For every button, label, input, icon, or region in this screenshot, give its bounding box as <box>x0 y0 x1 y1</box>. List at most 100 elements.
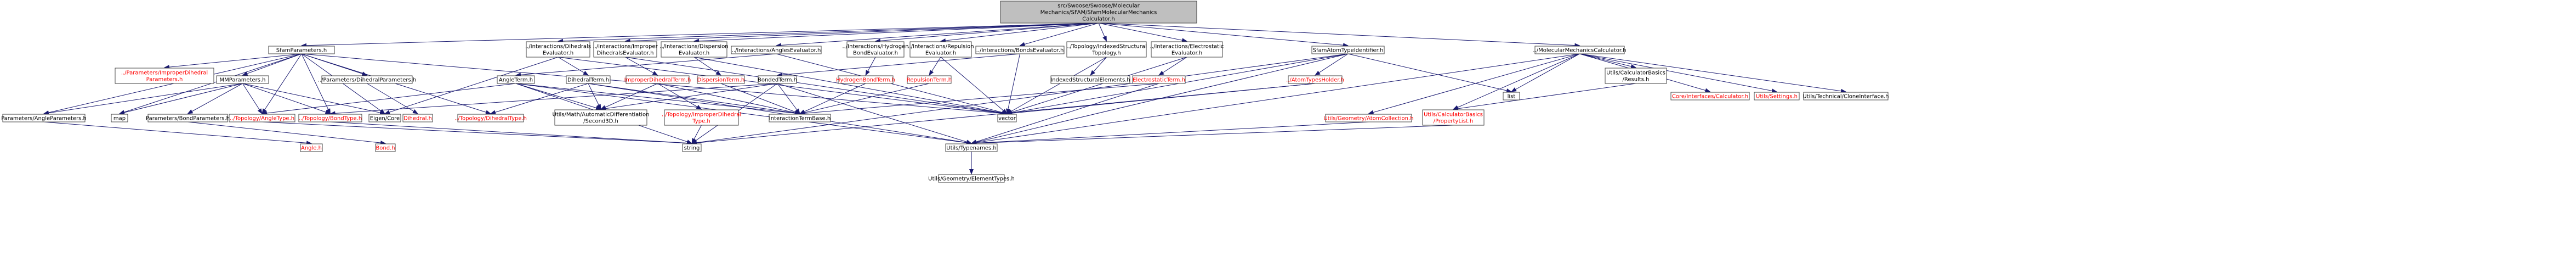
node-calcbasics_results[interactable]: Utils/CalculatorBasics/Results.h <box>1605 68 1667 84</box>
edge-int_electro-to-vector <box>1006 57 1187 115</box>
node-eigencore[interactable]: Eigen/Core <box>368 114 401 122</box>
edge-mmparams-to-eigencore <box>242 83 385 115</box>
node-indexedelements[interactable]: IndexedStructuralElements.h <box>1050 75 1130 84</box>
node-label: Evaluator.h <box>1172 51 1202 57</box>
node-int_improper[interactable]: ../Interactions/ImproperDihedralsEvaluat… <box>593 41 658 58</box>
edge-sfamparams-to-topo_bondtype <box>301 53 331 114</box>
node-elementtypes[interactable]: Utils/Geometry/ElementTypes.h <box>928 174 1015 183</box>
edge-bondedterm-to-interactionbase <box>777 83 800 114</box>
node-label: Utils/Math/AutomaticDifferentiation <box>553 112 650 118</box>
node-box <box>2 114 86 122</box>
node-topo_angletype[interactable]: ../Topology/AngleType.h <box>229 114 295 122</box>
edge-root-to-int_improper <box>624 23 1099 43</box>
node-int_bonds[interactable]: ../Interactions/BondsEvaluator.h <box>975 46 1065 54</box>
node-core_calc[interactable]: Core/Interfaces/Calculator.h <box>1670 92 1750 101</box>
edge-sfamatomtype-to-atomtypesholder <box>1315 53 1349 76</box>
edge-mmcalc-to-atomcollection <box>1368 53 1580 115</box>
node-list[interactable]: list <box>1503 92 1520 101</box>
node-electroterm[interactable]: ElectrostaticTerm.h <box>1132 75 1186 84</box>
node-box <box>1066 41 1147 58</box>
node-box <box>1325 114 1412 122</box>
node-repulsionterm[interactable]: RepulsionTerm.h <box>907 75 952 84</box>
node-box <box>697 75 745 84</box>
node-string[interactable]: string <box>682 143 702 152</box>
node-param_bond[interactable]: Parameters/BondParameters.h <box>146 114 230 122</box>
edge-root-to-int_bonds <box>1019 23 1099 47</box>
edge-dihedralterm-to-autodiff <box>588 83 601 110</box>
node-propertylist[interactable]: Utils/CalculatorBasics/PropertyList.h <box>1422 109 1485 126</box>
node-box <box>907 75 952 84</box>
node-root: src/Swoose/Swoose/MolecularMechanics/SFA… <box>1000 1 1197 24</box>
node-box <box>1288 75 1343 84</box>
node-label: SfamAtomTypeIdentifier.h <box>1313 48 1384 54</box>
node-box <box>1503 92 1520 101</box>
node-label: BondEvaluator.h <box>853 51 898 57</box>
node-atomtypesholder[interactable]: ../AtomTypesHolder.h <box>1286 75 1344 84</box>
edge-dihedralterm-to-typenames <box>588 83 972 145</box>
node-topo_dihedraltype[interactable]: ../Topology/DihedralType.h <box>454 114 527 122</box>
node-atomcollection[interactable]: Utils/Geometry/AtomCollection.h <box>1323 114 1414 122</box>
node-angle[interactable]: Angle.h <box>300 143 323 152</box>
node-typenames[interactable]: Utils/Typenames.h <box>945 143 998 152</box>
edge-topo_indexed-to-indexedelements <box>1090 57 1107 76</box>
node-box <box>566 75 611 84</box>
node-improperterm[interactable]: ImproperDihedralTerm.h <box>624 75 691 84</box>
edge-root-to-topo_indexed <box>1098 23 1107 42</box>
node-param_angle[interactable]: Parameters/AngleParameters.h <box>1 114 87 122</box>
node-label: Parameters.h <box>146 77 183 83</box>
node-param_improper[interactable]: ../Parameters/ImproperDihedralParameters… <box>115 68 214 84</box>
node-box <box>268 46 335 54</box>
node-param_dihedral[interactable]: ../Parameters/DihedralParameters.h <box>318 75 416 84</box>
node-map[interactable]: map <box>111 114 128 122</box>
node-box <box>945 143 998 152</box>
node-label: SfamParameters.h <box>276 48 327 54</box>
node-utils_settings[interactable]: Utils/Settings.h <box>1754 92 1800 101</box>
node-label: vector <box>998 116 1016 122</box>
node-label: Eigen/Core <box>370 116 400 122</box>
edge-mmcalc-to-propertylist <box>1453 53 1580 110</box>
node-vector[interactable]: vector <box>997 114 1017 122</box>
node-bond[interactable]: Bond.h <box>375 143 396 152</box>
node-mmcalc[interactable]: ../MolecularMechanicsCalculator.h <box>1533 46 1627 54</box>
node-angleterm[interactable]: AngleTerm.h <box>497 75 535 84</box>
node-mmparams[interactable]: MMParameters.h <box>216 75 269 84</box>
node-hbondterm[interactable]: HydrogenBondTerm.h <box>836 75 895 84</box>
node-topo_bondtype[interactable]: ../Topology/BondType.h <box>298 114 362 122</box>
node-label: Angle.h <box>301 146 322 152</box>
node-label: map <box>113 116 126 122</box>
node-autodiff[interactable]: Utils/Math/AutomaticDifferentiation/Seco… <box>553 109 650 126</box>
edge-hbondterm-to-interactionbase <box>799 83 866 114</box>
node-int_dihedrals[interactable]: ../Interactions/DihedralsEvaluator.h <box>525 41 591 58</box>
node-sfamparams[interactable]: SfamParameters.h <box>268 46 335 54</box>
node-box <box>758 75 797 84</box>
edge-bondedterm-to-topo_bondtype <box>329 83 778 116</box>
node-dihedralterm[interactable]: DihedralTerm.h <box>566 75 611 84</box>
edge-int_dispersion-to-dispersionterm <box>693 57 721 76</box>
node-label: Evaluator.h <box>679 51 709 57</box>
node-dihedral[interactable]: Dihedral.h <box>402 114 433 122</box>
node-box <box>846 41 905 58</box>
node-label: ../Interactions/AnglesEvaluator.h <box>732 48 821 54</box>
edge-atomcollection-to-typenames <box>971 121 1369 146</box>
node-label: ImproperDihedralTerm.h <box>624 77 691 83</box>
node-interactionbase[interactable]: InteractionTermBase.h <box>769 114 831 122</box>
node-label: src/Swoose/Swoose/Molecular <box>1057 3 1140 9</box>
node-utils_clone[interactable]: Utils/Technical/CloneInterface.h <box>1802 92 1889 101</box>
node-dispersionterm[interactable]: DispersionTerm.h <box>697 75 745 84</box>
node-bondedterm[interactable]: BondedTerm.h <box>758 75 797 84</box>
node-label: ../MolecularMechanicsCalculator.h <box>1533 48 1626 54</box>
edge-int_repulsion-to-vector <box>940 57 1008 114</box>
node-int_angles[interactable]: ../Interactions/AnglesEvaluator.h <box>731 46 822 54</box>
edge-mmcalc-to-calcbasics_results <box>1579 53 1636 69</box>
node-sfamatomtype[interactable]: SfamAtomTypeIdentifier.h <box>1311 46 1385 54</box>
nodes-layer: src/Swoose/Swoose/MolecularMechanics/SFA… <box>1 1 1889 183</box>
node-box <box>1422 109 1485 126</box>
edge-int_repulsion-to-repulsionterm <box>929 57 941 76</box>
